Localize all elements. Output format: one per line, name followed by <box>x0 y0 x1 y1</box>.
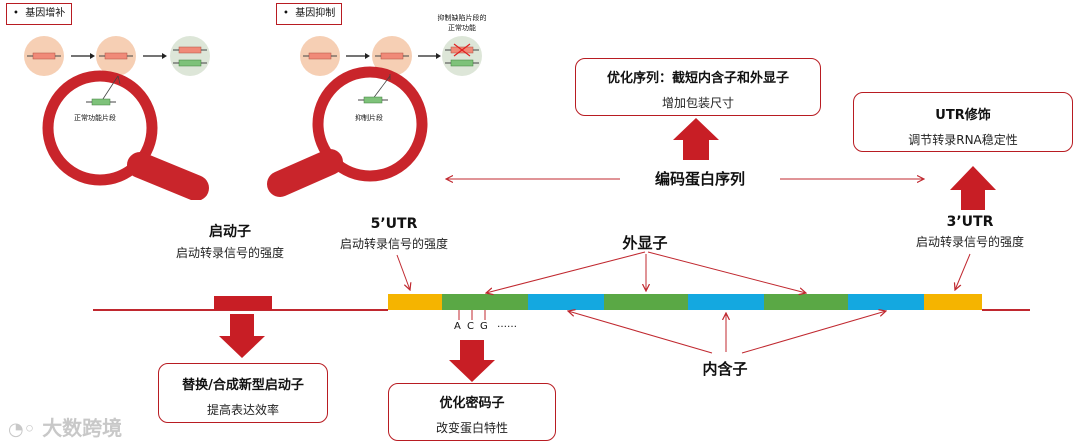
utr3-sub: 启动转录信号的强度 <box>915 235 1024 249</box>
optimize-sequence-sub: 增加包装尺寸 <box>661 96 734 110</box>
gene-supplement-label: 基因增补 <box>25 8 66 19</box>
utr5-title: 5’UTR <box>370 216 418 232</box>
watermark-text: 大数跨境 <box>42 416 123 440</box>
exon-pointer-1 <box>486 251 646 293</box>
intron-segment-1 <box>528 294 604 310</box>
utr5-pointer <box>396 254 410 290</box>
magnifier-icon <box>42 70 209 200</box>
codon-optimize-title: 优化密码子 <box>439 396 505 411</box>
codon-optimize-callout: 优化密码子 改变蛋白特性 <box>388 383 556 441</box>
intron-pointer-3 <box>741 311 886 354</box>
gene-supplement-illustration <box>24 36 210 200</box>
optimize-sequence-callout: 优化序列：截短内含子和外显子 增加包装尺寸 <box>575 58 821 116</box>
gene-suppression-illustration <box>267 36 482 197</box>
promoter-title: 启动子 <box>209 224 251 240</box>
defect-note: 抑制缺陷片段的 正常功能 <box>422 13 502 33</box>
promoter-block <box>214 296 272 310</box>
codon-optimize-sub: 改变蛋白特性 <box>435 421 508 435</box>
watermark: ◔◦ 大数跨境 <box>8 412 122 441</box>
utr3-title: 3’UTR <box>946 214 994 230</box>
utr3-pointer <box>955 253 971 290</box>
exon-segment-1 <box>442 294 528 310</box>
promoter-replace-sub: 提高表达效率 <box>206 403 279 417</box>
gene-suppression-tag: • 基因抑制 <box>276 3 343 25</box>
utr-modification-callout: UTR修饰 调节转录RNA稳定性 <box>853 92 1073 152</box>
coding-sequence-label: 编码蛋白序列 <box>654 170 745 188</box>
utr-modification-sub: 调节转录RNA稳定性 <box>908 133 1018 147</box>
utr-modification-title: UTR修饰 <box>935 108 991 123</box>
down-arrow-promoter <box>219 314 265 358</box>
down-arrow-codon <box>449 340 495 382</box>
exon-pointer-3 <box>647 251 806 293</box>
up-arrow-utr <box>950 166 996 210</box>
watermark-logo-icon: ◔◦ <box>8 419 36 440</box>
exon-segment-2 <box>604 294 688 310</box>
defect-note-line2: 正常功能 <box>448 24 476 32</box>
codon-a: A <box>454 321 461 332</box>
gene-supplement-tag: • 基因增补 <box>6 3 73 25</box>
defect-note-line1: 抑制缺陷片段的 <box>437 14 487 22</box>
utr5-sub: 启动转录信号的强度 <box>339 237 448 251</box>
normal-fragment-label: 正常功能片段 <box>74 114 116 122</box>
promoter-replace-title: 替换/合成新型启动子 <box>182 378 304 393</box>
exon-label: 外显子 <box>622 234 668 252</box>
up-arrow-optimize <box>673 118 719 160</box>
suppression-fragment-label: 抑制片段 <box>355 114 383 122</box>
codon-c: C <box>467 321 474 332</box>
intron-pointer-1 <box>568 311 713 354</box>
magnifier-icon <box>267 66 428 197</box>
intron-label: 内含子 <box>702 360 748 378</box>
utr3-label: 3’UTR 启动转录信号的强度 <box>890 214 1050 250</box>
intron-segment-3 <box>848 294 924 310</box>
intron-segment-2 <box>688 294 764 310</box>
codon-g: G <box>480 321 488 332</box>
promoter-replace-callout: 替换/合成新型启动子 提高表达效率 <box>158 363 328 423</box>
promoter-sub: 启动转录信号的强度 <box>175 246 284 260</box>
promoter-label: 启动子 启动转录信号的强度 <box>150 221 310 261</box>
optimize-sequence-title: 优化序列：截短内含子和外显子 <box>606 71 789 86</box>
exon-segment-3 <box>764 294 848 310</box>
gene-suppression-label: 基因抑制 <box>295 8 336 19</box>
utr5-label: 5’UTR 启动转录信号的强度 <box>314 216 474 252</box>
bullet: • <box>13 8 26 19</box>
utr3-segment <box>924 294 982 310</box>
utr5-segment <box>388 294 442 310</box>
bullet: • <box>283 8 296 19</box>
codon-ellipsis: …… <box>497 319 517 330</box>
